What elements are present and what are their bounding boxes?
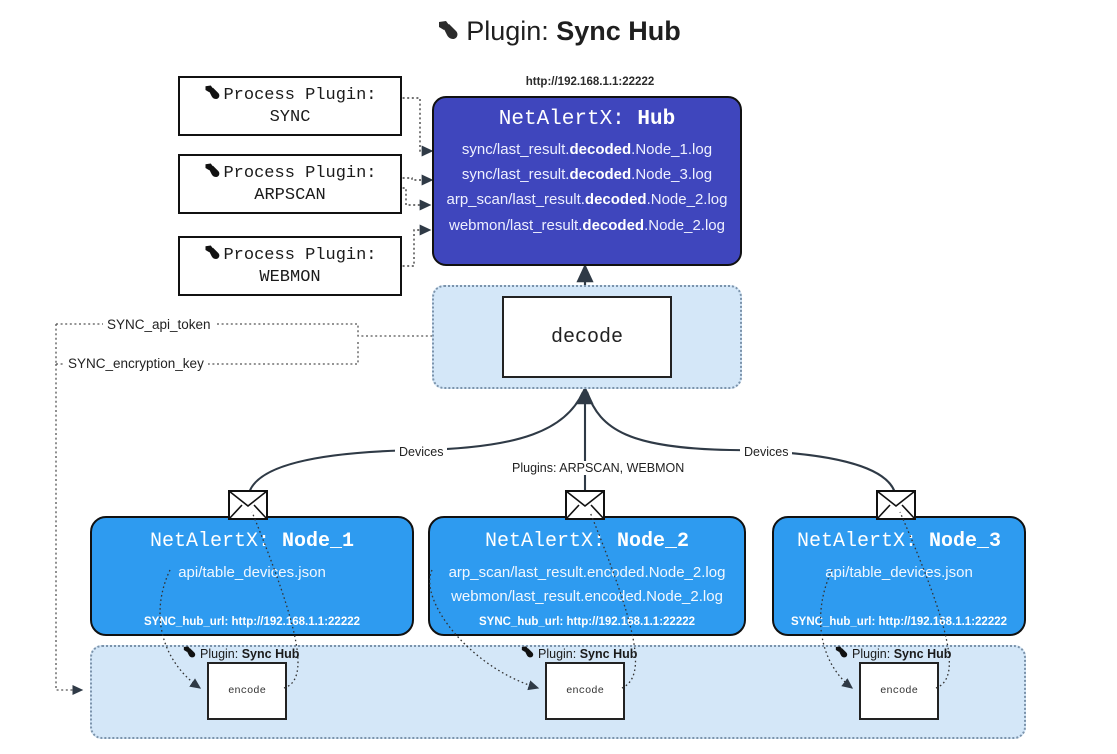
node-box-node-3[interactable]: NetAlertX: Node_3 api/table_devices.json…	[772, 516, 1026, 636]
node-line: api/table_devices.json	[178, 564, 326, 581]
hub-line: sync/last_result.decoded.Node_3.log	[461, 166, 713, 184]
title-label: Plugin:	[466, 16, 549, 46]
node-line: webmon/last_result.encoded.Node_2.log	[451, 587, 723, 605]
plugin-label-text: Plugin:	[200, 647, 239, 661]
plug-icon	[520, 645, 538, 663]
sync-encryption-key-label: SYNC_encryption_key	[64, 356, 208, 371]
decode-box[interactable]: decode	[502, 296, 672, 378]
hub-line: arp_scan/last_result.decoded.Node_2.log	[446, 191, 728, 209]
node-title: NetAlertX: Node_2	[484, 530, 690, 553]
title-name: Sync Hub	[556, 16, 681, 46]
node-box-node-2[interactable]: NetAlertX: Node_2 arp_scan/last_result.e…	[428, 516, 746, 636]
hub-box[interactable]: NetAlertX: Hub sync/last_result.decoded.…	[432, 96, 742, 266]
node-line: arp_scan/last_result.encoded.Node_2.log	[448, 564, 726, 581]
node-footer: SYNC_hub_url: http://192.168.1.1:22222	[143, 616, 361, 628]
edge-label-devices-right: Devices	[740, 445, 793, 459]
process-plugin-label: Process Plugin:	[223, 245, 377, 265]
node-line: api/table_devices.json	[825, 564, 973, 581]
plugin-label-text: Plugin:	[538, 647, 577, 661]
plug-icon	[436, 19, 462, 50]
hub-title: NetAlertX: Hub	[434, 108, 740, 131]
envelope-icon	[228, 490, 268, 520]
hub-url-label: http://192.168.1.1:22222	[525, 76, 655, 88]
encode-box-2[interactable]: encode	[545, 662, 625, 720]
node-footer: SYNC_hub_url: http://192.168.1.1:22222	[790, 616, 1008, 628]
plug-icon	[203, 244, 223, 266]
plug-icon	[203, 84, 223, 106]
edge-label-devices-left: Devices	[395, 445, 448, 459]
plugin-name-text: Sync Hub	[893, 647, 952, 661]
plugin-name-text: Sync Hub	[579, 647, 638, 661]
process-plugin-name: SYNC	[269, 107, 311, 127]
encode-box-3[interactable]: encode	[859, 662, 939, 720]
node-line-list: api/table_devices.json	[774, 561, 1024, 585]
envelope-icon	[876, 490, 916, 520]
plugin-label-sync-hub-2: Plugin: Sync Hub	[520, 645, 637, 663]
process-plugin-label: Process Plugin:	[223, 85, 377, 105]
process-plugin-label: Process Plugin:	[223, 163, 377, 183]
process-plugin-box-webmon[interactable]: Process Plugin: WEBMON	[178, 236, 402, 296]
page-title: Plugin: Sync Hub	[0, 16, 1117, 50]
edge-label-plugins: Plugins: ARPSCAN, WEBMON	[508, 461, 689, 475]
hub-title-name: Hub	[637, 108, 676, 131]
hub-line: webmon/last_result.decoded.Node_2.log	[449, 216, 725, 234]
plugin-name-text: Sync Hub	[241, 647, 300, 661]
encode-box-1[interactable]: encode	[207, 662, 287, 720]
node-title: NetAlertX: Node_3	[796, 530, 1002, 553]
plug-icon	[203, 162, 223, 184]
hub-title-prefix: NetAlertX:	[498, 108, 625, 131]
envelope-icon	[565, 490, 605, 520]
hub-line-list: sync/last_result.decoded.Node_1.log sync…	[434, 137, 740, 238]
plugin-label-text: Plugin:	[852, 647, 891, 661]
node-line-list: arp_scan/last_result.encoded.Node_2.log …	[430, 561, 744, 608]
node-footer: SYNC_hub_url: http://192.168.1.1:22222	[478, 616, 696, 628]
node-box-node-1[interactable]: NetAlertX: Node_1 api/table_devices.json…	[90, 516, 414, 636]
sync-api-token-label: SYNC_api_token	[103, 317, 215, 332]
node-title: NetAlertX: Node_1	[149, 530, 355, 553]
process-plugin-name: WEBMON	[259, 267, 321, 287]
process-plugin-name: ARPSCAN	[254, 185, 326, 205]
process-plugin-box-arpscan[interactable]: Process Plugin: ARPSCAN	[178, 154, 402, 214]
plugin-label-sync-hub-1: Plugin: Sync Hub	[182, 645, 299, 663]
node-line-list: api/table_devices.json	[92, 561, 412, 585]
plug-icon	[182, 645, 200, 663]
hub-line: sync/last_result.decoded.Node_1.log	[461, 141, 713, 158]
process-plugin-box-sync[interactable]: Process Plugin: SYNC	[178, 76, 402, 136]
plugin-label-sync-hub-3: Plugin: Sync Hub	[834, 645, 951, 663]
plug-icon	[834, 645, 852, 663]
